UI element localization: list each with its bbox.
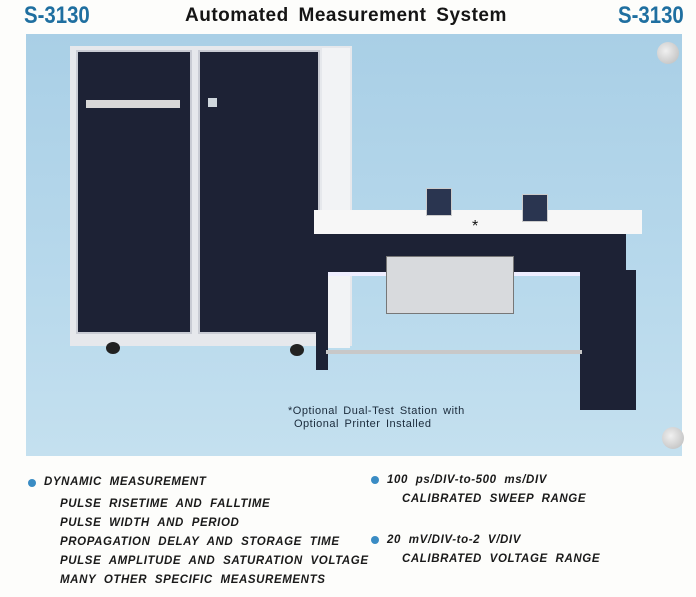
footrest-bar (326, 350, 582, 354)
feature-item: PULSE AMPLITUDE AND SATURATION VOLTAGE (60, 555, 369, 567)
asterisk-marker: * (472, 218, 479, 235)
binder-hole (657, 42, 679, 64)
feature-heading: 20 mV/DIV-to-2 V/DIV (387, 534, 521, 546)
photo-caption: *Optional Dual-Test Station with Optiona… (288, 405, 465, 431)
test-station (426, 188, 452, 216)
feature-item: PULSE RISETIME AND FALLTIME (60, 498, 271, 510)
caster (106, 342, 120, 354)
feature-heading: DYNAMIC MEASUREMENT (44, 476, 207, 488)
bullet-icon (28, 479, 36, 487)
model-number-right: S-3130 (618, 2, 684, 29)
feature-item: PULSE WIDTH AND PERIOD (60, 517, 240, 529)
page-title: Automated Measurement System (185, 5, 507, 26)
desk-leg (316, 270, 328, 370)
desk-pedestal (580, 270, 636, 410)
feature-item: PROPAGATION DELAY AND STORAGE TIME (60, 536, 340, 548)
nameplate (86, 100, 180, 108)
caster (290, 344, 304, 356)
bullet-icon (371, 476, 379, 484)
product-photo: * (26, 34, 682, 456)
bullet-icon (371, 536, 379, 544)
logo-badge (208, 98, 217, 107)
desk-top (314, 210, 642, 234)
feature-sub: CALIBRATED SWEEP RANGE (402, 493, 587, 505)
feature-sub: CALIBRATED VOLTAGE RANGE (402, 553, 601, 565)
caption-line: *Optional Dual-Test Station with (288, 405, 465, 417)
printer (386, 256, 514, 314)
cabinet-door-left (76, 50, 192, 334)
model-number-left: S-3130 (24, 2, 90, 29)
binder-hole (662, 427, 684, 449)
feature-heading: 100 ps/DIV-to-500 ms/DIV (387, 474, 548, 486)
feature-item: MANY OTHER SPECIFIC MEASUREMENTS (60, 574, 326, 586)
caption-line: Optional Printer Installed (294, 418, 432, 430)
cabinet-door-right (198, 50, 320, 334)
test-station (522, 194, 548, 222)
